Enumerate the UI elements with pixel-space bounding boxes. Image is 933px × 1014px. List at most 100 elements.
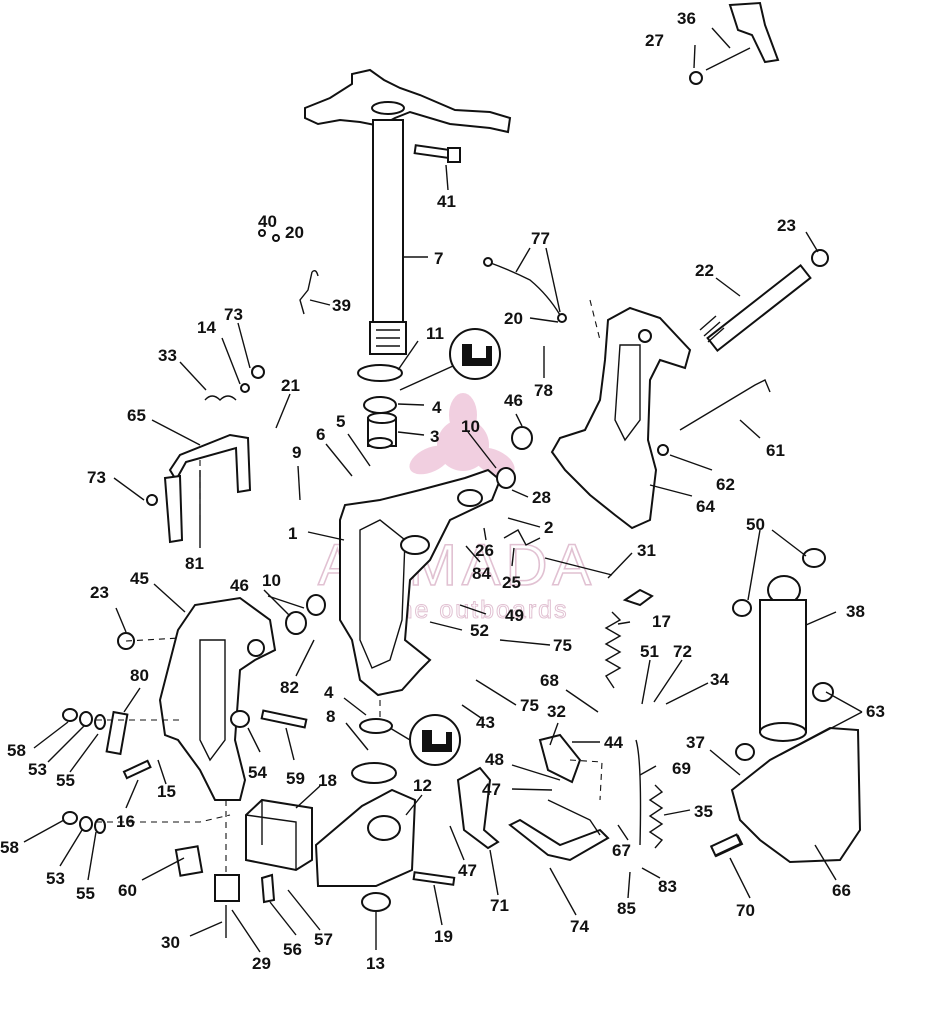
part-washers-46-10 [285,426,533,635]
callout-65: 65 [127,406,146,425]
callout-59: 59 [286,769,305,788]
callout-68: 68 [540,671,559,690]
callout-2: 2 [544,518,553,537]
callout-6: 6 [316,425,325,444]
callout-72: 72 [673,642,692,661]
callout-83: 83 [658,877,677,896]
callout-20b: 20 [504,309,523,328]
part-tilt-tube-22 [699,249,829,353]
part-clamp-bracket-64 [550,306,692,530]
part-swivel-bracket-1 [339,468,502,697]
callout-47b: 47 [458,861,477,880]
callout-15: 15 [157,782,176,801]
callout-12: 12 [413,776,432,795]
callout-40: 40 [258,212,277,231]
callout-44: 44 [604,733,623,752]
callout-77: 77 [531,229,550,248]
callout-70: 70 [736,901,755,920]
part-housing-12 [314,718,417,887]
callout-53b: 53 [46,869,65,888]
part-small-hardware-40-20 [258,229,280,242]
callout-50: 50 [746,515,765,534]
callout-84: 84 [472,564,491,583]
callout-81: 81 [185,554,204,573]
callout-48: 48 [485,750,504,769]
callout-85: 85 [617,899,636,918]
callout-20: 20 [285,223,304,242]
part-nut-13-bolt-19 [361,871,456,912]
callout-78: 78 [534,381,553,400]
callout-7: 7 [434,249,443,268]
callout-31: 31 [637,541,656,560]
callout-4b: 4 [324,683,334,702]
callout-4: 4 [432,398,442,417]
callout-43: 43 [476,713,495,732]
watermark-propeller-logo [409,393,515,477]
callout-23b: 23 [90,583,109,602]
callout-37: 37 [686,733,705,752]
callout-46b: 46 [230,576,249,595]
callout-57: 57 [314,930,333,949]
part-small-60-29-30-56 [174,845,276,938]
callout-10b: 10 [262,571,281,590]
callout-34: 34 [710,670,729,689]
callout-9: 9 [292,443,301,462]
callout-23: 23 [777,216,796,235]
part-pin-70 [709,833,743,857]
seal-detail-callout-bottom [389,714,461,766]
callout-55: 55 [56,771,75,790]
part-clip-39 [299,269,319,315]
callout-8: 8 [326,707,335,726]
callout-74: 74 [570,917,589,936]
callout-82: 82 [280,678,299,697]
callout-3: 3 [430,427,439,446]
callout-19: 19 [434,927,453,946]
callout-41: 41 [437,192,456,211]
callout-labels: 36 27 41 7 40 20 39 77 23 22 20 78 73 14… [0,9,885,973]
callout-52: 52 [470,621,489,640]
callout-80: 80 [130,666,149,685]
part-rod-61 [657,379,771,456]
callout-75: 75 [553,636,572,655]
callout-55b: 55 [76,884,95,903]
part-lever-65 [146,433,252,544]
callout-1: 1 [288,524,297,543]
callout-54: 54 [248,763,267,782]
callout-36: 36 [677,9,696,28]
callout-10: 10 [461,417,480,436]
callout-69: 69 [672,759,691,778]
callout-56: 56 [283,940,302,959]
part-block-18 [245,798,313,872]
callout-35: 35 [694,802,713,821]
part-spring-35 [635,739,664,849]
callout-27: 27 [645,31,664,50]
callout-5: 5 [336,412,345,431]
callout-49: 49 [505,606,524,625]
part-lever-48-47-71-74 [456,733,610,862]
callout-73b: 73 [87,468,106,487]
callout-22: 22 [695,261,714,280]
callout-28: 28 [532,488,551,507]
callout-67: 67 [612,841,631,860]
leader-lines [23,27,863,953]
callout-38: 38 [846,602,865,621]
callout-14: 14 [197,318,216,337]
callout-39: 39 [332,296,351,315]
callout-33: 33 [158,346,177,365]
part-plate-59-54 [230,709,308,729]
part-bracket-top-36 [689,1,780,85]
callout-17: 17 [652,612,671,631]
callout-60: 60 [118,881,137,900]
part-clamp-bracket-45 [158,596,277,801]
callout-51: 51 [640,642,659,661]
callout-46: 46 [504,391,523,410]
part-bushings-11-4-3-5 [357,364,403,449]
callout-66: 66 [832,881,851,900]
part-bolt-41 [413,144,461,163]
part-spring-17 [604,611,622,689]
callout-62: 62 [716,475,735,494]
callout-64: 64 [696,497,715,516]
callout-73: 73 [224,305,243,324]
